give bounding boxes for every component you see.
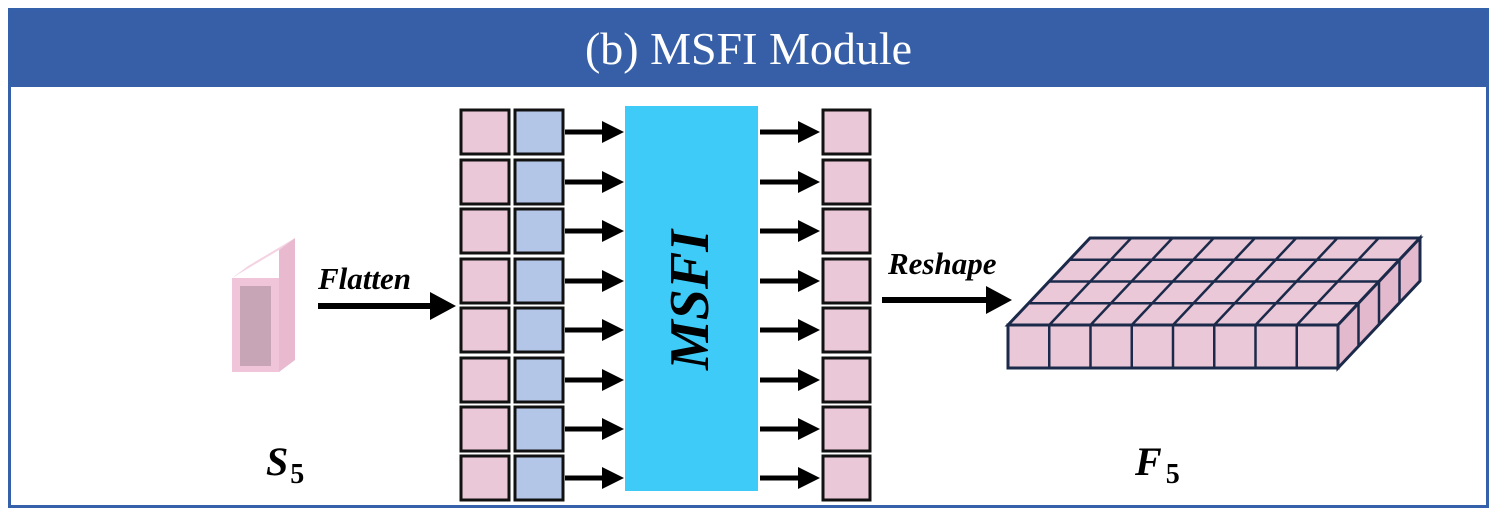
output-token xyxy=(821,108,872,156)
output-token xyxy=(821,207,872,255)
token-blue xyxy=(513,257,565,305)
input-arrow-head xyxy=(602,121,624,143)
output-token xyxy=(821,158,872,206)
reshape-arrowhead xyxy=(986,286,1012,314)
token-blue xyxy=(513,454,565,502)
output-tokens xyxy=(821,108,872,502)
title-bar: (b) MSFI Module xyxy=(11,11,1486,87)
token-blue xyxy=(513,405,565,453)
token-grid xyxy=(459,108,565,502)
output-arrow-head xyxy=(798,319,820,341)
input-arrow-head xyxy=(602,369,624,391)
reshape-label: Reshape xyxy=(887,246,997,281)
reshape-edge: Reshape xyxy=(882,246,1012,314)
output-arrow-head xyxy=(798,171,820,193)
output-arrow-head xyxy=(798,220,820,242)
input-arrow-head xyxy=(602,270,624,292)
token-blue xyxy=(513,158,565,206)
input-label: S5 xyxy=(266,439,304,490)
output-token xyxy=(821,356,872,404)
input-arrows xyxy=(565,121,624,489)
token-blue xyxy=(513,356,565,404)
module-title: (b) MSFI Module xyxy=(584,23,913,74)
input-arrow-head xyxy=(602,418,624,440)
token-pink xyxy=(459,207,511,255)
output-arrow-head xyxy=(798,121,820,143)
token-pink xyxy=(459,108,511,156)
flatten-arrowhead xyxy=(430,292,456,320)
output-label-main: F xyxy=(1134,439,1162,484)
msfi-label: MSFI xyxy=(659,228,721,371)
msfi-block: MSFI xyxy=(625,106,758,491)
flatten-edge: Flatten xyxy=(317,261,456,320)
token-pink xyxy=(459,454,511,502)
output-token xyxy=(821,306,872,354)
input-arrow-head xyxy=(602,171,624,193)
token-pink xyxy=(459,158,511,206)
output-arrow-head xyxy=(798,467,820,489)
output-label-subscript: 5 xyxy=(1166,459,1180,490)
output-feature-volume xyxy=(1004,234,1424,372)
output-token xyxy=(821,454,872,502)
output-arrow-head xyxy=(798,369,820,391)
input-arrow-head xyxy=(602,319,624,341)
input-arrow-head xyxy=(602,467,624,489)
output-token xyxy=(821,405,872,453)
input-arrow-head xyxy=(602,220,624,242)
token-blue xyxy=(513,306,565,354)
token-blue xyxy=(513,108,565,156)
output-arrows xyxy=(760,121,820,489)
token-pink xyxy=(459,405,511,453)
output-arrow-head xyxy=(798,418,820,440)
token-pink xyxy=(459,356,511,404)
token-pink xyxy=(459,306,511,354)
output-token xyxy=(821,257,872,305)
token-blue xyxy=(513,207,565,255)
input-label-main: S xyxy=(266,439,288,484)
input-feature-map xyxy=(232,238,295,372)
flatten-label: Flatten xyxy=(317,261,411,296)
token-pink xyxy=(459,257,511,305)
input-label-subscript: 5 xyxy=(290,459,304,490)
output-arrow-head xyxy=(798,270,820,292)
